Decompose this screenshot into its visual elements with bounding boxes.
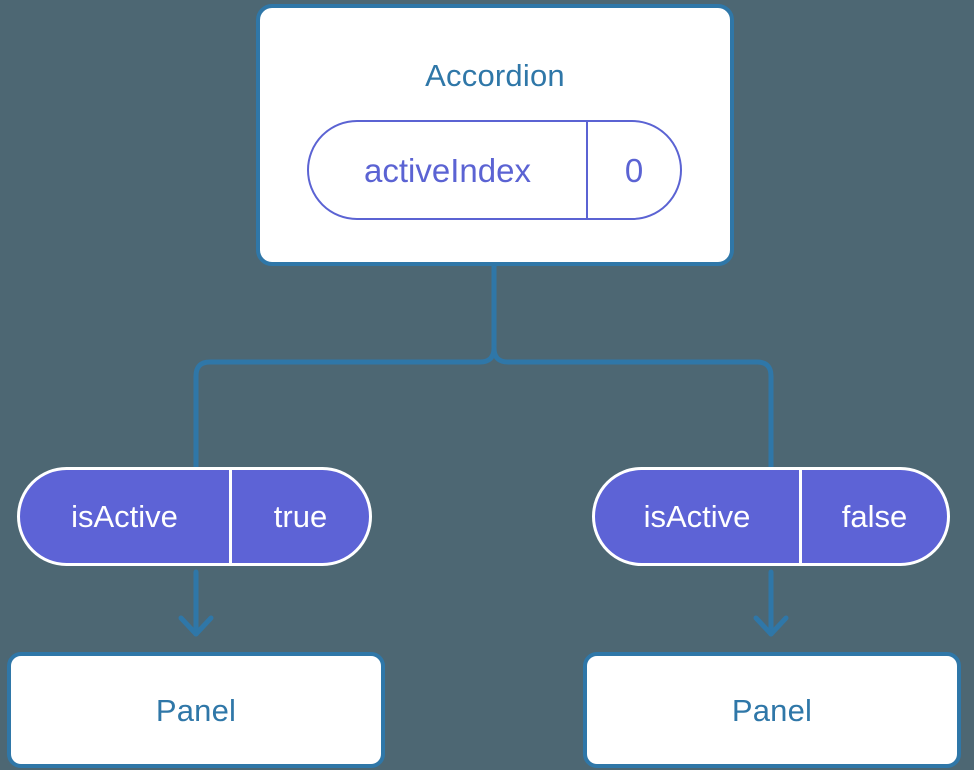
accordion-state-key: activeIndex bbox=[309, 122, 588, 218]
left-prop-key: isActive bbox=[20, 470, 232, 563]
right-prop-pill: isActive false bbox=[592, 467, 950, 566]
left-panel-title: Panel bbox=[155, 692, 237, 728]
connector-branch-right bbox=[491, 345, 774, 470]
left-panel-node: Panel bbox=[7, 652, 385, 768]
arrow-left-head bbox=[178, 615, 214, 637]
accordion-state-value: 0 bbox=[624, 151, 644, 189]
connector-branch-left bbox=[193, 345, 497, 470]
right-prop-key: isActive bbox=[595, 470, 802, 563]
left-prop-pill: isActive true bbox=[17, 467, 372, 566]
arrow-right-head bbox=[753, 615, 789, 637]
left-prop-value: true bbox=[273, 499, 328, 534]
right-panel-title: Panel bbox=[731, 692, 813, 728]
right-panel-node: Panel bbox=[583, 652, 961, 768]
right-prop-value: false bbox=[841, 499, 908, 534]
accordion-node-title: Accordion bbox=[425, 58, 565, 93]
accordion-state-pill: activeIndex 0 bbox=[307, 120, 682, 220]
